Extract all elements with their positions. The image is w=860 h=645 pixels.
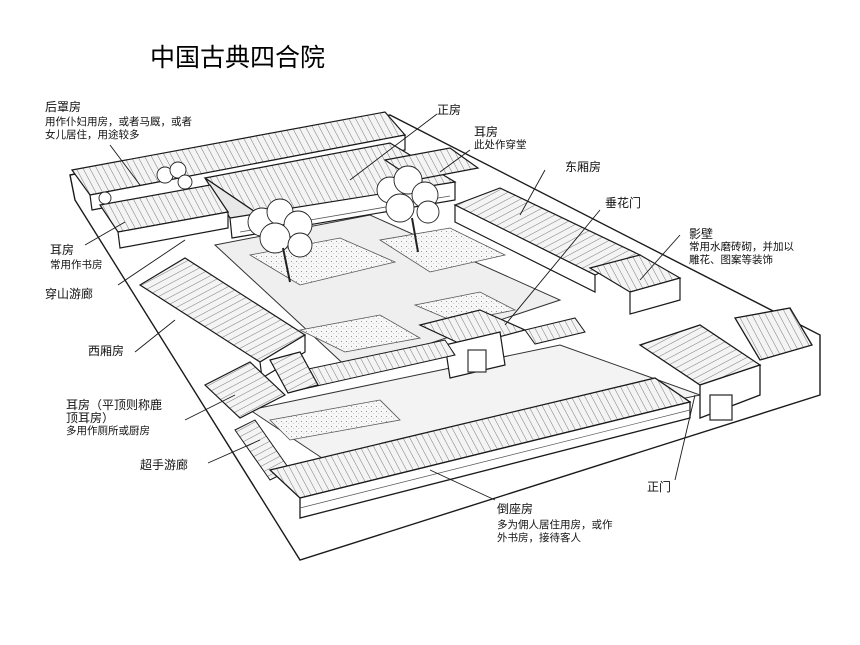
label-hanging-flower-gate: 垂花门: [605, 196, 642, 210]
label-screen-wall-desc1: 常用水磨砖砌，并加以: [689, 241, 794, 253]
veranda-corridor: [279, 317, 586, 393]
label-screen-wall-desc2: 雕花、图案等装饰: [689, 254, 773, 266]
label-ear-room-bottom-desc: 多用作厕所或厨房: [66, 425, 150, 437]
label-rear-building-desc2: 女儿居住，用途较多: [45, 129, 140, 141]
label-front-row-building-desc2: 外书房，接待客人: [497, 532, 581, 544]
front-row-building-roof: [268, 377, 692, 519]
label-ear-room-top-desc: 此处作穿堂: [474, 139, 527, 151]
ear-room-bottom-roof: [203, 351, 319, 419]
label-front-row-building-desc1: 多为佣人居住用房，或作: [497, 519, 613, 531]
tree-right: [376, 165, 440, 253]
label-ear-room-left: 耳房: [50, 243, 75, 257]
page-title: 中国古典四合院: [150, 43, 326, 72]
east-wing-roof: [453, 187, 642, 293]
label-through-corridor: 穿山游廊: [45, 287, 94, 301]
label-rear-building-desc1: 用作仆妇用房，或者马厩，或者: [45, 116, 192, 128]
label-ear-room-bottom-1: 耳房（平顶则称鹿: [66, 398, 163, 412]
label-screen-wall: 影壁: [689, 227, 714, 241]
tree-left: [247, 198, 313, 283]
label-ear-room-bottom-2: 顶耳房）: [66, 411, 115, 425]
screen-wall: [588, 254, 682, 315]
label-east-wing: 东厢房: [565, 160, 602, 174]
leader-lines: [84, 113, 696, 501]
label-ear-room-left-desc: 常用作书房: [50, 259, 103, 271]
label-rear-building: 后罩房: [45, 100, 82, 114]
courtyard-trees: [98, 161, 440, 283]
label-front-row-building: 倒座房: [497, 502, 534, 516]
label-main-hall: 正房: [437, 103, 462, 117]
label-west-wing: 西厢房: [88, 344, 125, 358]
tree-rear: [98, 161, 193, 205]
label-veranda-corridor: 超手游廊: [140, 458, 189, 472]
main-gate-roof: [638, 307, 813, 421]
label-ear-room-top: 耳房: [474, 125, 499, 139]
label-main-gate: 正门: [647, 480, 672, 494]
hanging-flower-gate: [418, 309, 527, 379]
ear-room-left-roof: [98, 184, 230, 249]
